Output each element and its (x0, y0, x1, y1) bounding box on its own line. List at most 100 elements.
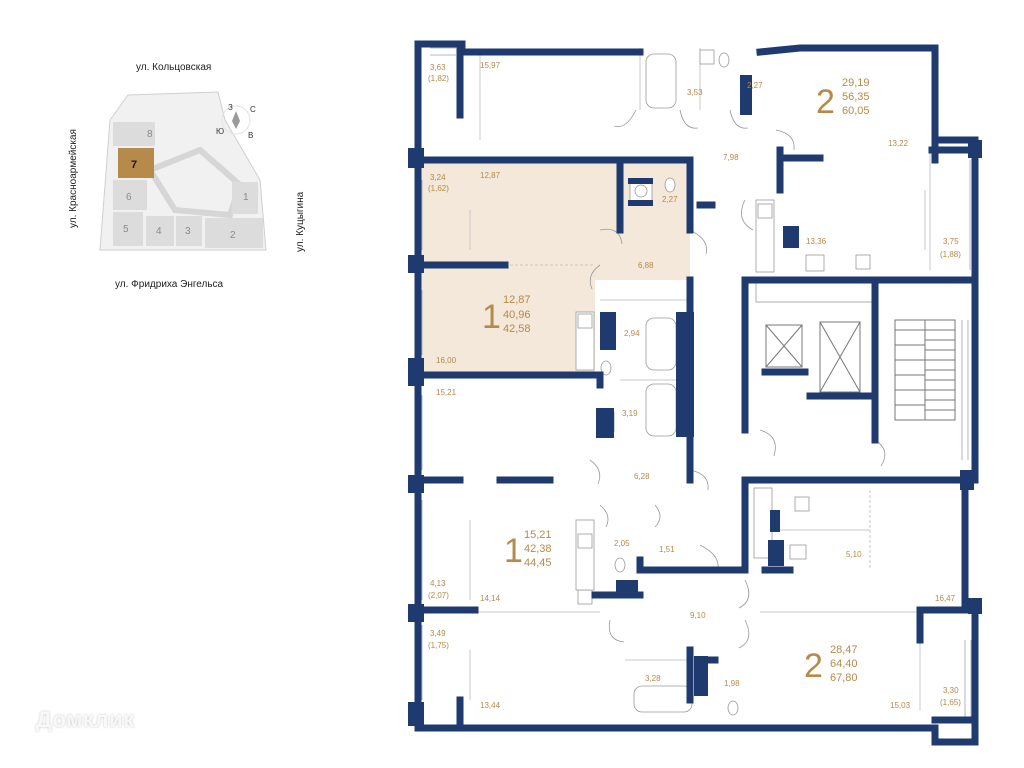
stove-icon (577, 533, 593, 549)
room-area-label: 3,49 (430, 629, 446, 638)
street-east-label: ул. Куцыгина (295, 191, 306, 252)
room-count: 1 (504, 532, 523, 570)
room-area-label: (1,62) (428, 184, 449, 193)
room-count: 2 (804, 647, 823, 685)
room-area-label: 3,30 (943, 686, 959, 695)
total-area: 60,05 (842, 105, 870, 117)
apartment-badge-2room-top[interactable]: 2 29,19 56,35 60,05 (816, 77, 870, 121)
block-label: 3 (185, 226, 191, 237)
room-area-label: 3,53 (687, 88, 703, 97)
room-area-label: 3,19 (622, 409, 638, 418)
room-area-label: 16,00 (436, 356, 457, 365)
block-label: 1 (243, 192, 249, 203)
watermark-text: Домклик (36, 707, 135, 732)
room-area-label: 15,97 (480, 61, 501, 70)
room-area-label: 7,98 (723, 153, 739, 162)
room-area-label: 1,98 (724, 679, 740, 688)
sink-icon (577, 589, 593, 605)
compass-label: Ю (216, 127, 224, 136)
bathtub-icon (645, 53, 677, 109)
room-area-label: 3,75 (943, 237, 959, 246)
apartment-badge-1room-selected[interactable]: 1 12,87 40,96 42,58 (482, 294, 531, 336)
compass-label: В (248, 131, 253, 140)
room-area-label: 1,51 (659, 545, 675, 554)
block-label: 4 (156, 226, 162, 237)
room-area-labels: 3,63 (1,82) 15,97 3,53 2,27 13,22 7,98 3… (428, 61, 961, 710)
bathtub-icon (645, 317, 677, 371)
room-area-label: 16,47 (935, 594, 956, 603)
block-7-selected[interactable] (118, 148, 154, 178)
room-area-label: 2,94 (624, 329, 640, 338)
street-north-label: ул. Кольцовская (136, 62, 211, 73)
area: 56,35 (842, 91, 870, 103)
room-area-label: 4,13 (430, 579, 446, 588)
living-area: 29,19 (842, 77, 870, 89)
block-2[interactable] (205, 218, 263, 248)
domclick-watermark: Домклик (14, 707, 135, 733)
house-logo-icon (14, 712, 32, 731)
room-area-label: 15,03 (890, 701, 911, 710)
stairs-icon (894, 319, 956, 421)
floor-plan (408, 40, 982, 746)
room-area-label: (2,07) (428, 591, 449, 600)
block-6[interactable] (113, 180, 147, 210)
apartment-badge-2room-bottom[interactable]: 2 28,47 64,40 67,80 (804, 644, 858, 685)
block-8[interactable] (113, 122, 155, 146)
total-area: 44,45 (524, 557, 552, 569)
kitchen-counter (575, 519, 595, 591)
stove-icon (805, 254, 825, 272)
room-area-label: (1,75) (428, 641, 449, 650)
stove-icon (789, 544, 807, 560)
compass-icon: З С В Ю (216, 103, 256, 140)
apartment-badge-1room-middle[interactable]: 1 15,21 42,38 44,45 (504, 529, 552, 570)
sink-icon (699, 49, 715, 65)
sink-icon (855, 254, 871, 270)
room-count: 1 (482, 298, 501, 336)
room-area-label: 3,24 (430, 173, 446, 182)
block-5[interactable] (113, 212, 143, 246)
living-area: 28,47 (830, 644, 858, 656)
wall-pillars (408, 75, 982, 726)
toilet-icon (614, 557, 626, 573)
living-area: 15,21 (524, 529, 552, 541)
toilet-icon (718, 52, 730, 68)
total-area: 67,80 (830, 672, 858, 684)
room-area-label: (1,65) (940, 698, 961, 707)
area: 40,96 (503, 309, 531, 321)
street-south-label: ул. Фридриха Энгельса (115, 279, 224, 290)
street-west-label: ул. Красноармейская (68, 129, 79, 228)
room-area-label: 6,88 (638, 261, 654, 270)
room-count: 2 (816, 83, 835, 121)
room-area-label: (1,88) (940, 250, 961, 259)
site-plan: ул. Кольцовская ул. Фридриха Энгельса ул… (68, 62, 306, 290)
kitchen-units (575, 199, 877, 591)
living-area: 12,87 (503, 294, 531, 306)
room-area-label: 13,44 (480, 701, 501, 710)
block-3[interactable] (176, 216, 202, 246)
block-label: 5 (123, 224, 129, 235)
compass-label: З (228, 103, 233, 112)
toilet-icon (664, 177, 676, 193)
room-area-label: 15,21 (436, 388, 457, 397)
bathtub-icon (633, 685, 693, 713)
thin-partitions (469, 48, 931, 710)
room-area-label: 3,28 (645, 674, 661, 683)
room-area-label: (1,82) (428, 74, 449, 83)
elevator-icon (819, 321, 861, 393)
block-label-selected: 7 (131, 159, 137, 171)
room-area-label: 3,63 (430, 63, 446, 72)
sink-icon (794, 496, 810, 512)
block-4[interactable] (146, 216, 174, 246)
room-area-label: 2,27 (662, 195, 678, 204)
block-label: 2 (230, 230, 236, 241)
area: 64,40 (830, 658, 858, 670)
structural-walls (414, 40, 979, 746)
room-area-label: 6,28 (634, 472, 650, 481)
compass-label: С (250, 105, 256, 114)
block-1[interactable] (232, 182, 258, 214)
stove-icon (577, 313, 593, 329)
room-area-label: 13,22 (888, 139, 909, 148)
core-elements (765, 319, 956, 421)
room-area-label: 12,87 (480, 171, 501, 180)
